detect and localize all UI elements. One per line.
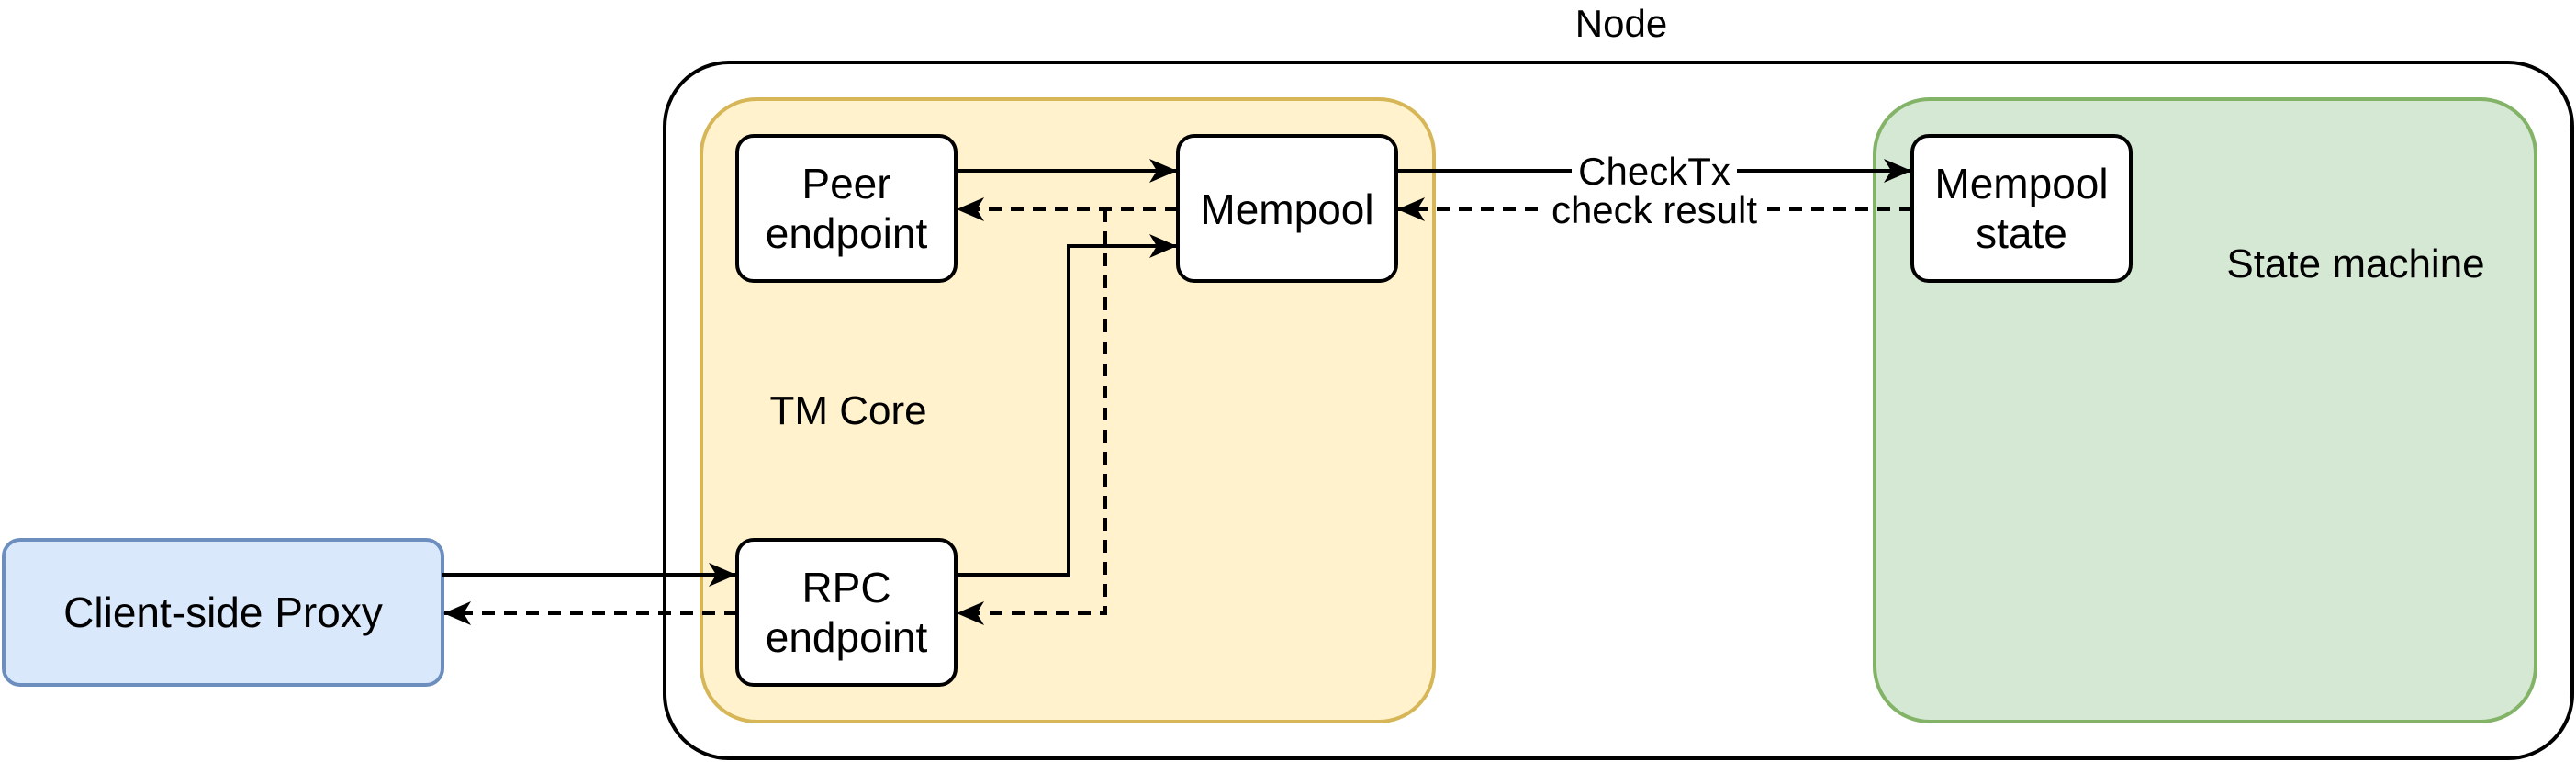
peer-endpoint-box	[735, 134, 958, 283]
mempool-state-label-line2: state	[1976, 209, 2067, 257]
checktx-label-bg	[1572, 152, 1737, 189]
rpc-endpoint-label-line1: RPC	[801, 564, 890, 611]
state-machine-label: State machine	[2226, 241, 2484, 286]
mempool-label: Mempool	[1200, 185, 1373, 233]
check-result-label-bg	[1542, 191, 1766, 230]
rpc-endpoint-label-line2: endpoint	[766, 613, 928, 661]
edge-mempool-to-rpc	[957, 209, 1107, 625]
tm-core-label: TM Core	[769, 388, 926, 433]
peer-endpoint-label-line2: endpoint	[766, 209, 928, 257]
peer-endpoint-label-line1: Peer	[801, 160, 890, 207]
node-label: Node	[1575, 2, 1667, 45]
mempool-state-label-line1: Mempool	[1934, 160, 2108, 207]
checktx-label: CheckTx	[1578, 150, 1730, 193]
client-side-proxy-label: Client-side Proxy	[63, 588, 383, 636]
rpc-endpoint-box	[735, 538, 958, 687]
check-result-label: check result	[1551, 188, 1757, 231]
mempool-state-box	[1910, 134, 2133, 283]
edge-rpc-to-mempool	[956, 234, 1177, 577]
client-side-proxy-box	[2, 538, 444, 687]
